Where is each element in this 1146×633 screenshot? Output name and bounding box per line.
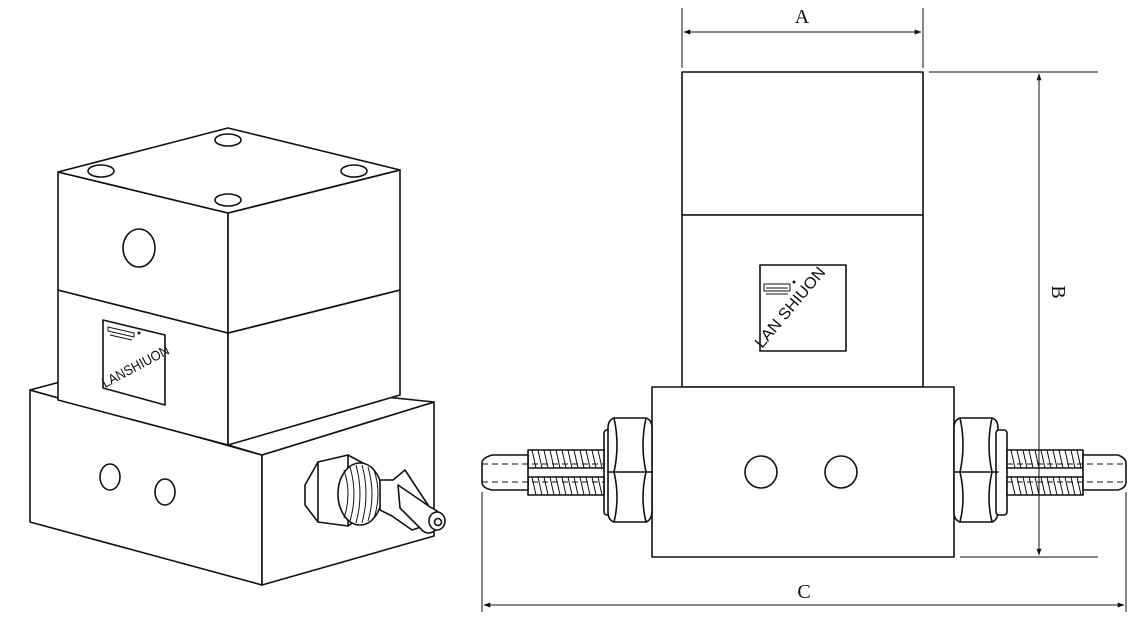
dimension-c-label: C xyxy=(797,581,810,603)
iso-base-hole-right xyxy=(154,478,176,506)
dimension-a-label: A xyxy=(795,6,810,28)
dimension-c: C xyxy=(481,492,1127,612)
iso-top-hole-back xyxy=(214,133,242,147)
dimension-a: A xyxy=(681,6,924,68)
iso-brand-label: LANSHIUON xyxy=(99,319,172,406)
front-logo-icon xyxy=(763,280,796,295)
dimension-b: B xyxy=(929,71,1098,558)
iso-upper-housing: LANSHIUON xyxy=(57,127,401,446)
front-base-block xyxy=(651,386,955,558)
front-brand-label: LAN SHIUON xyxy=(752,264,847,352)
front-left-nut xyxy=(603,417,653,523)
front-top-box xyxy=(681,71,924,216)
iso-top-hole-front xyxy=(214,193,242,207)
iso-base-hole-left xyxy=(99,463,121,491)
front-left-fitting xyxy=(481,449,605,496)
iso-fitting xyxy=(304,454,446,534)
isometric-view: LANSHIUON xyxy=(29,127,446,586)
iso-top-hole-right xyxy=(340,164,368,178)
iso-logo-icon xyxy=(107,326,141,341)
front-view: LAN SHIUON xyxy=(481,6,1127,612)
iso-top-hole-left xyxy=(87,164,115,178)
front-right-fitting xyxy=(1006,449,1127,496)
front-base-hole-right xyxy=(824,455,858,489)
front-right-nut xyxy=(953,417,1008,523)
iso-side-port xyxy=(122,228,156,268)
front-base-hole-left xyxy=(744,455,778,489)
dimension-b-label: B xyxy=(1047,285,1069,298)
